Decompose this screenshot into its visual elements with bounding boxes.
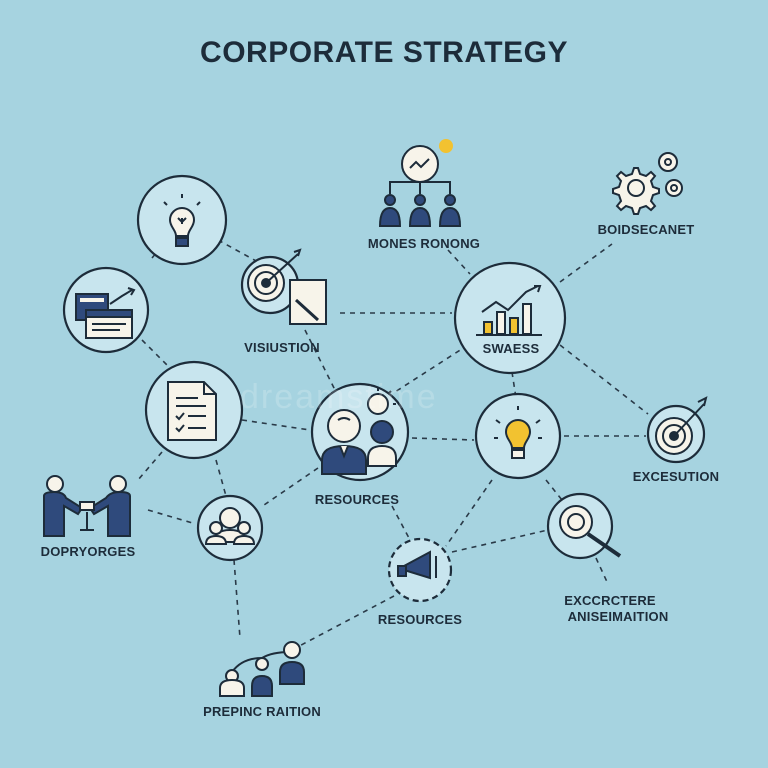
connector [241, 419, 311, 431]
label-dopryorges: DOPRYORGES [40, 544, 136, 559]
connector [391, 505, 411, 541]
label-prepinc-raition: PREPINC RAITION [203, 704, 321, 719]
label-excesution: EXCESUTION [632, 469, 720, 484]
gears-icon [612, 152, 683, 215]
target-arrow-icon [655, 396, 708, 455]
connector [215, 459, 227, 497]
connector [147, 509, 197, 525]
connector [304, 329, 336, 391]
network-people-icon [378, 139, 462, 227]
businessman-icon [321, 388, 397, 475]
connector [411, 437, 475, 441]
connector [217, 239, 259, 263]
lightbulb-icon [494, 406, 542, 459]
magnifier-icon [559, 505, 622, 558]
connector [233, 559, 241, 639]
page-title: CORPORATE STRATEGY [200, 36, 568, 69]
checklist-document-icon [167, 381, 217, 441]
label-swaess: SWAESS [482, 341, 540, 356]
label-excrctere-line1: EXCCRCTERE [564, 593, 656, 608]
connector [545, 479, 563, 501]
connector [445, 479, 493, 547]
label-visiustion: VISIUSTION [244, 340, 320, 355]
label-monitoring: MONES RONONG [367, 236, 481, 251]
connector [595, 557, 609, 585]
label-boidsecanet: BOIDSECANET [597, 222, 695, 237]
connector [394, 344, 469, 393]
connector [263, 467, 319, 506]
connector [447, 249, 471, 275]
watermark-text: dreamstime [240, 378, 438, 416]
connector [137, 451, 163, 481]
presentation-chart-icon [75, 287, 136, 339]
connector [451, 529, 549, 553]
handshake-icon [43, 475, 131, 537]
megaphone-icon [397, 550, 437, 580]
label-resources-center: RESOURCES [314, 492, 400, 507]
lightbulb-icon [163, 194, 201, 247]
connector [559, 243, 613, 283]
connector [559, 344, 649, 415]
team-icon [204, 507, 256, 545]
label-excrctere-line2: ANISEIMAITION [567, 609, 669, 624]
target-magnifier-icon [247, 248, 327, 325]
connector [141, 339, 169, 367]
organization-icon [219, 641, 305, 697]
bar-chart-icon [476, 285, 542, 336]
label-resources-bottom: RESOURCES [377, 612, 463, 627]
